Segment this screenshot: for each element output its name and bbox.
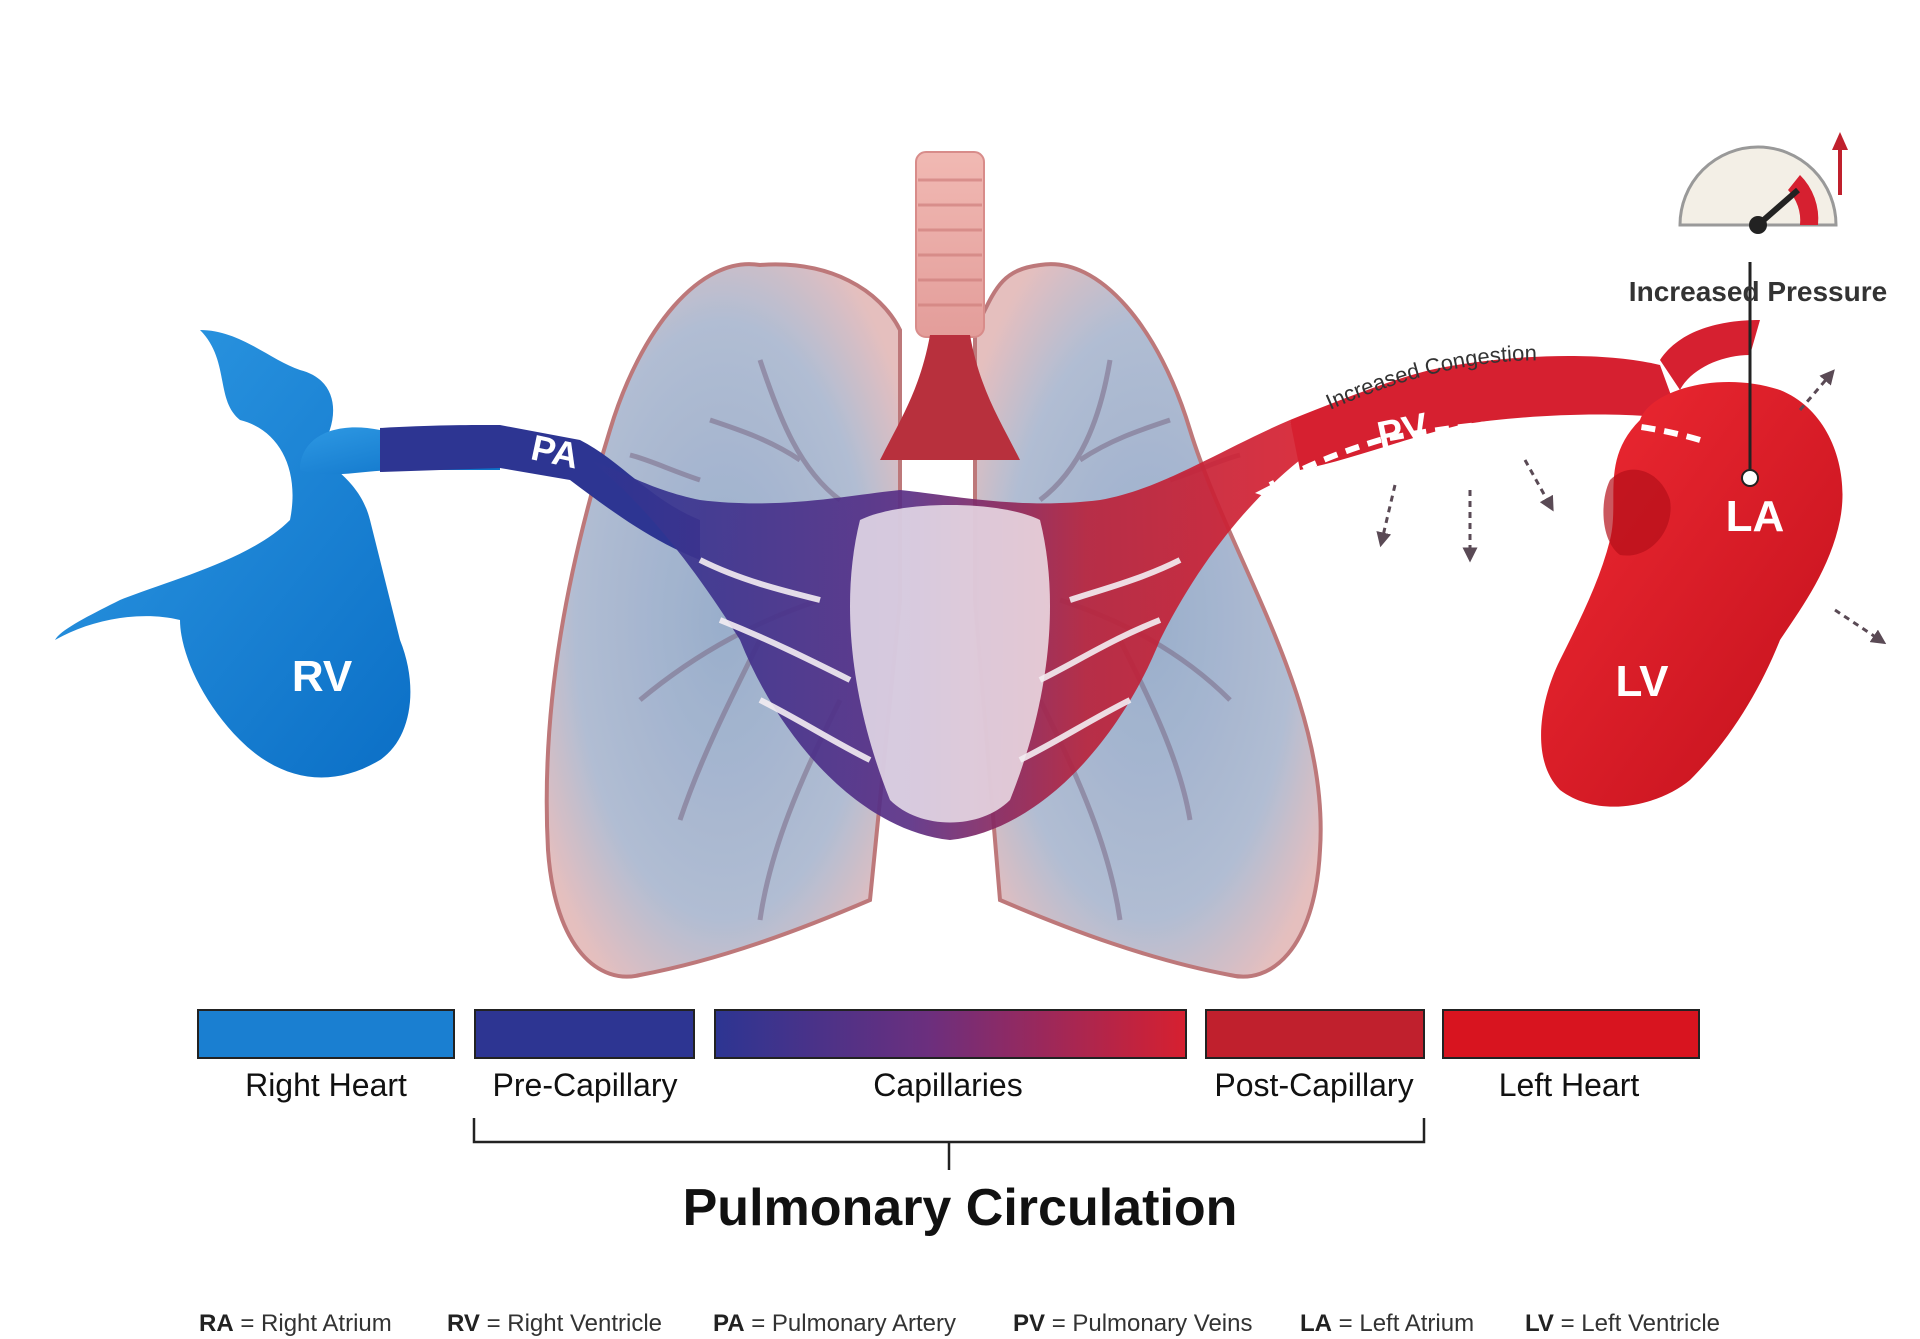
vessel-network: [590, 420, 1300, 840]
band-label-capillaries: Capillaries: [873, 1067, 1023, 1103]
pulmonary-artery: [380, 425, 700, 560]
congestion-flow-arrow: [1255, 418, 1701, 505]
band-post-capillary: [1205, 1009, 1425, 1059]
band-label-right-heart: Right Heart: [245, 1067, 407, 1103]
la-label: LA: [1725, 492, 1785, 541]
left-heart: [1541, 381, 1843, 807]
right-heart: [55, 330, 500, 778]
band-capillaries: [714, 1009, 1187, 1059]
increased-pressure-label: Increased Pressure: [1628, 276, 1888, 307]
band-pre-capillary: [474, 1009, 695, 1059]
band-label-left-heart: Left Heart: [1498, 1067, 1640, 1103]
trachea: [880, 151, 1020, 460]
pressure-gauge: [1678, 145, 1838, 487]
legend-pa: PA = Pulmonary Artery: [713, 1310, 956, 1337]
band-label-post-capillary: Post-Capillary: [1214, 1067, 1414, 1103]
band-left-heart: [1442, 1009, 1700, 1059]
diagram-title: Pulmonary Circulation: [682, 1179, 1238, 1237]
legend-ra: RA = Right Atrium: [199, 1310, 392, 1337]
band-right-heart: [197, 1009, 455, 1059]
legend-la: LA = Left Atrium: [1300, 1310, 1475, 1337]
legend-pv: PV = Pulmonary Veins: [1013, 1310, 1253, 1337]
legend-rv: RV = Right Ventricle: [447, 1310, 663, 1337]
rv-label: RV: [291, 652, 353, 701]
band-label-pre-capillary: Pre-Capillary: [492, 1067, 678, 1103]
pulmonary-bracket: [472, 1118, 1426, 1170]
lv-label: LV: [1615, 657, 1669, 706]
ra-label: RA: [184, 467, 248, 516]
pressure-up-arrow: [1832, 132, 1848, 195]
legend-lv: LV = Left Ventricle: [1525, 1310, 1720, 1337]
pulmonary-vein: [1290, 355, 1680, 470]
leakage-arrows: [1376, 369, 1887, 645]
